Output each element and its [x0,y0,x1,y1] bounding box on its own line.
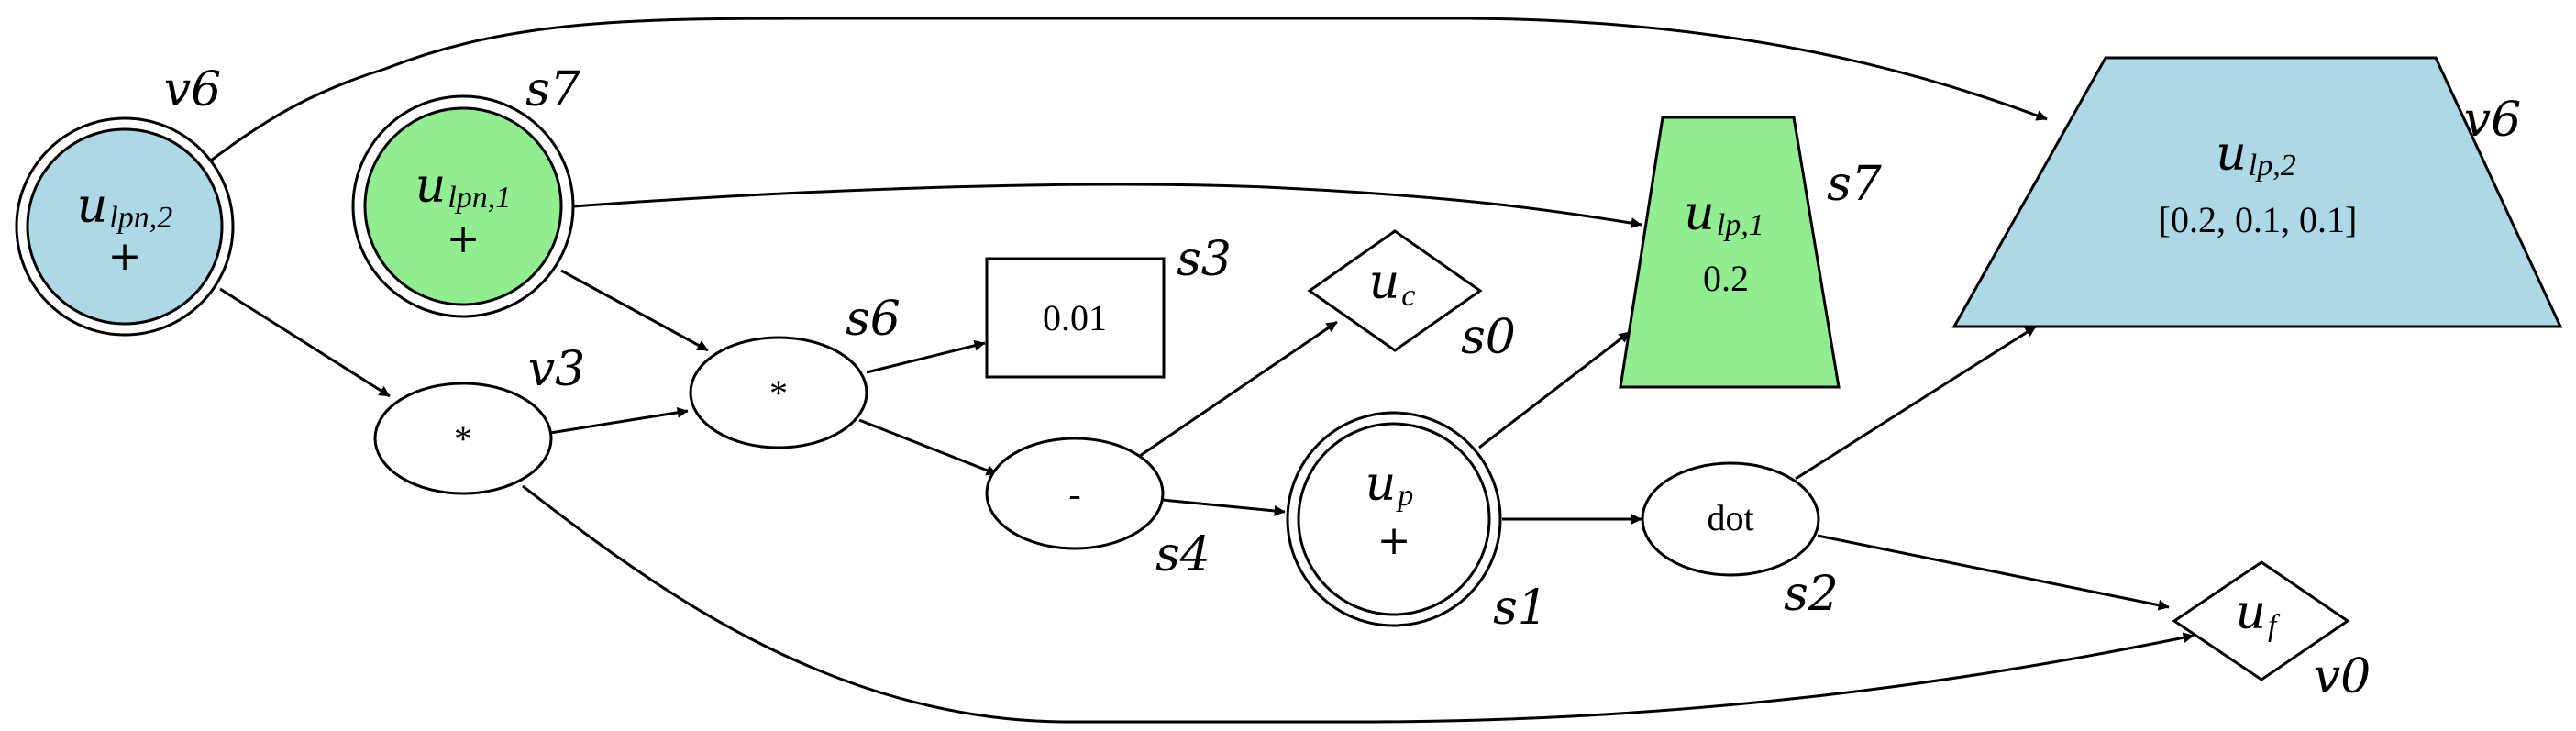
node-ulp1-value: 0.2 [1703,258,1749,299]
node-uf-shape [2172,560,2350,681]
node-ulp2-shape [1951,56,2563,328]
node-ulpn1-tag: s7 [525,62,581,117]
node-ulp1-label: ulp,1 [1684,186,1763,242]
node-ulpn2-label: ulpn,2 [77,179,172,235]
node-ulpn2-tag: v6 [164,62,221,117]
edges [210,17,2195,724]
node-ulpn1-inner [363,106,563,306]
node-ulp2-value: [0.2, 0.1, 0.1] [2159,199,2358,240]
node-mul-s6-label: * [769,372,788,414]
node-uc-shape [1307,229,1483,352]
node-uf: uf v0 [2172,560,2371,704]
node-ulpn1-op: + [447,216,481,262]
node-ulp2-tag: v6 [2464,93,2521,148]
node-up-label: up [1365,457,1414,513]
node-ulp1: ulp,1 0.2 s7 [1619,116,1883,389]
node-ulp1-shape [1619,116,1841,389]
node-uc: uc s0 [1307,229,1516,365]
node-const-tag: s3 [1177,232,1232,287]
node-const-shape [985,257,1166,379]
node-ulp2-label: ulp,2 [2216,127,2295,183]
node-minus-shape [985,437,1165,550]
node-mul-s6-shape [689,336,868,449]
node-uc-label: uc [1369,255,1416,313]
node-dot-tag: s2 [1784,567,1839,622]
node-up: up + s1 [1286,411,1548,636]
node-mul-v3: * v3 [373,342,585,495]
node-uf-tag: v0 [2314,649,2371,704]
node-mul-v3-label: * [454,418,472,460]
edge-mul-s6-to-minus [858,418,998,476]
edge-minus-to-uc [1139,320,1338,458]
node-up-inner [1297,422,1491,616]
node-minus-label: - [1068,473,1080,515]
node-dot-label: dot [1707,497,1753,538]
edge-ulpn2-to-mul-v3 [219,287,391,398]
node-ulpn1: ulpn,1 + s7 [351,62,581,318]
node-const: 0.01 s3 [985,232,1232,379]
node-dot: dot s2 [1641,461,1839,622]
node-mul-s6-tag: s6 [846,292,901,347]
node-minus-tag: s4 [1155,527,1211,582]
node-uc-tag: s0 [1461,310,1516,365]
edge-dot-to-ulp2 [1795,325,2037,481]
node-dot-shape [1641,461,1820,577]
node-mul-s6: * s6 [689,292,901,449]
node-ulp1-tag: s7 [1827,157,1883,212]
edge-ulpn1-to-mul-s6 [560,269,709,352]
node-up-tag: s1 [1493,581,1548,636]
node-mul-v3-tag: v3 [528,342,585,397]
edge-ulpn2-to-ulp2 [210,17,2048,162]
node-ulpn2-op: + [108,233,142,280]
node-ulpn2: ulpn,2 + v6 [15,62,235,337]
edge-up-to-ulp1 [1478,330,1631,449]
node-const-label: 0.01 [1043,297,1107,338]
edge-mul-v3-to-uf [522,484,2195,724]
edge-mul-v3-to-mul-s6 [549,406,689,435]
edge-minus-to-up [1162,498,1286,516]
node-mul-v3-shape [373,382,553,495]
node-ulp2: ulp,2 [0.2, 0.1, 0.1] v6 [1951,56,2563,328]
node-up-op: + [1377,517,1411,564]
node-ulpn2-inner [26,127,224,326]
edge-dot-to-uf [1817,534,2170,611]
edge-ulpn1-to-ulp1 [572,183,1642,229]
node-ulpn1-label: ulpn,1 [415,159,511,215]
node-minus: - s4 [985,437,1211,582]
edge-mul-s6-to-const [866,339,986,374]
